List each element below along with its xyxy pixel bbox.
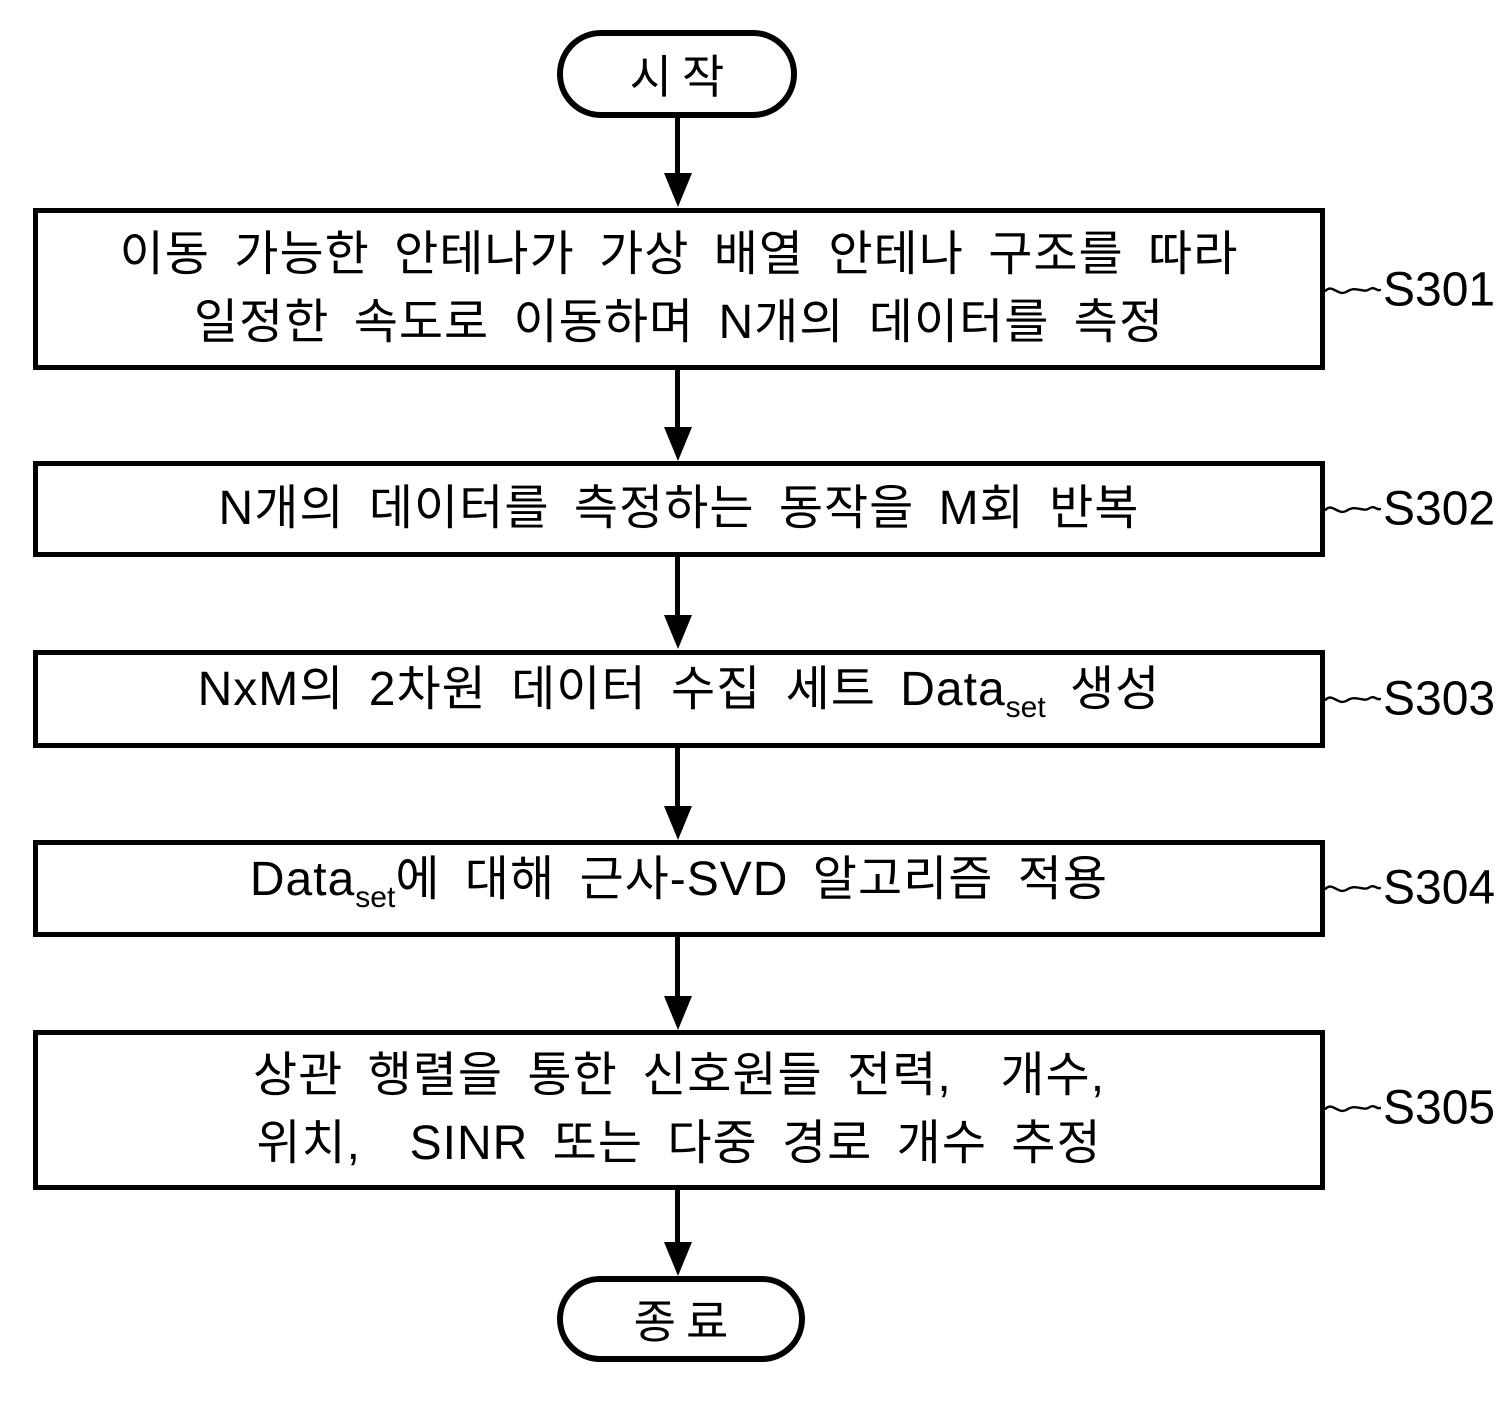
subscript-text: set <box>1005 691 1046 724</box>
step-id: S305 <box>1383 1081 1496 1135</box>
arrow-head-icon <box>664 615 692 649</box>
process-text-segment: 생성 <box>1045 663 1161 716</box>
process-text-segment: 에 대해 근사-SVD 알고리즘 적용 <box>395 852 1109 906</box>
arrow-s305-to-end <box>664 1190 692 1276</box>
step-label-s301: S301 <box>1325 263 1495 318</box>
process-box-s304: Dataset에 대해 근사-SVD 알고리즘 적용 <box>33 840 1325 937</box>
arrow-head-icon <box>664 173 692 207</box>
arrow-shaft <box>675 370 680 429</box>
process-text-line: 상관 행렬을 통한 신호원들 전력, 개수, <box>252 1049 1106 1102</box>
connector-squiggle-icon <box>1325 505 1381 513</box>
arrow-shaft <box>675 557 680 617</box>
start-terminal: 시작 <box>557 30 797 118</box>
arrow-head-icon <box>664 806 692 840</box>
process-text-line: N개의 데이터를 측정하는 동작을 M회 반복 <box>218 482 1140 535</box>
arrow-shaft <box>675 117 680 175</box>
connector-squiggle-icon <box>1325 884 1381 892</box>
arrow-shaft <box>675 937 680 998</box>
process-text-line: 이동 가능한 안테나가 가상 배열 안테나 구조를 따라 <box>119 228 1239 281</box>
step-label-s305: S305 <box>1325 1081 1495 1136</box>
process-box-s302: N개의 데이터를 측정하는 동작을 M회 반복 <box>33 461 1325 557</box>
arrow-shaft <box>675 1190 680 1244</box>
connector-squiggle-icon <box>1325 695 1381 703</box>
arrow-head-icon <box>664 427 692 461</box>
arrow-s301-to-s302 <box>664 370 692 461</box>
process-text-segment: Data <box>249 852 356 906</box>
connector-squiggle-icon <box>1325 1104 1381 1112</box>
process-text-line: Dataset에 대해 근사-SVD 알고리즘 적용 <box>250 846 1108 932</box>
arrow-head-icon <box>664 1242 692 1276</box>
arrow-s302-to-s303 <box>664 557 692 649</box>
start-label: 시작 <box>629 51 735 103</box>
process-text-line: 일정한 속도로 이동하며 N개의 데이터를 측정 <box>193 296 1165 349</box>
process-box-s305: 상관 행렬을 통한 신호원들 전력, 개수, 위치, SINR 또는 다중 경로… <box>33 1030 1325 1190</box>
arrow-s304-to-s305 <box>664 937 692 1030</box>
step-label-s304: S304 <box>1325 861 1495 916</box>
connector-squiggle-icon <box>1325 286 1381 294</box>
arrow-s303-to-s304 <box>664 748 692 840</box>
process-box-s301: 이동 가능한 안테나가 가상 배열 안테나 구조를 따라 일정한 속도로 이동하… <box>33 208 1325 370</box>
arrow-start-to-s301 <box>664 117 692 207</box>
subscript-text: set <box>355 880 396 914</box>
end-label: 종료 <box>633 1296 739 1348</box>
step-label-s303: S303 <box>1325 672 1495 727</box>
arrow-head-icon <box>664 996 692 1030</box>
arrow-shaft <box>675 748 680 808</box>
step-id: S302 <box>1383 482 1496 536</box>
step-label-s302: S302 <box>1325 482 1495 537</box>
end-terminal: 종료 <box>557 1276 805 1362</box>
process-text-line: NxM의 2차원 데이터 수집 세트 Dataset 생성 <box>198 656 1161 742</box>
step-id: S304 <box>1383 861 1496 915</box>
process-text-line: 위치, SINR 또는 다중 경로 개수 추정 <box>256 1117 1102 1170</box>
process-box-s303: NxM의 2차원 데이터 수집 세트 Dataset 생성 <box>33 650 1325 748</box>
step-id: S303 <box>1383 672 1496 726</box>
step-id: S301 <box>1383 263 1496 317</box>
process-text-segment: NxM의 2차원 데이터 수집 세트 Data <box>197 663 1006 716</box>
